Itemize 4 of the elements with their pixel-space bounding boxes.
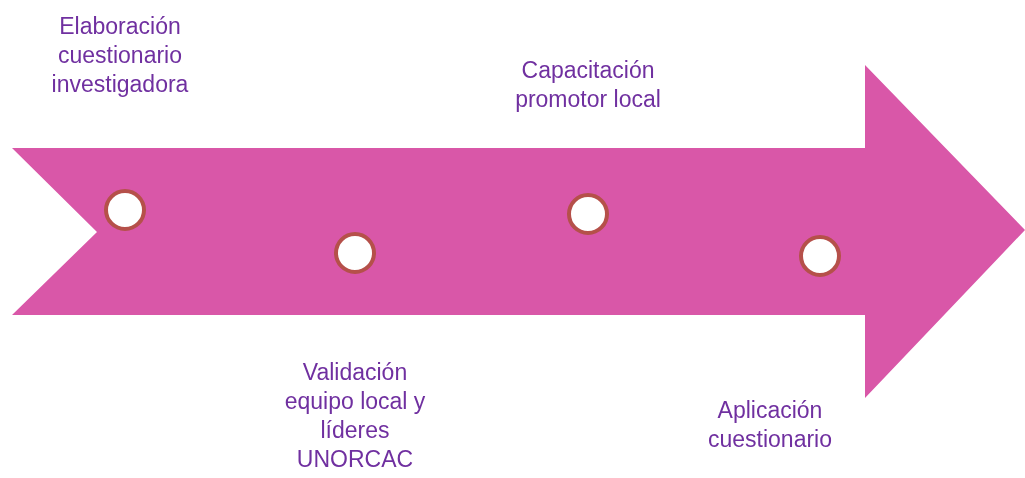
milestone-label: Elaboración cuestionario investigadora xyxy=(50,12,190,99)
milestone-label: Validación equipo local y líderes UNORCAC xyxy=(283,358,427,474)
milestone-label: Aplicación cuestionario xyxy=(707,396,833,454)
milestone-label: Capacitación promotor local xyxy=(514,56,662,114)
